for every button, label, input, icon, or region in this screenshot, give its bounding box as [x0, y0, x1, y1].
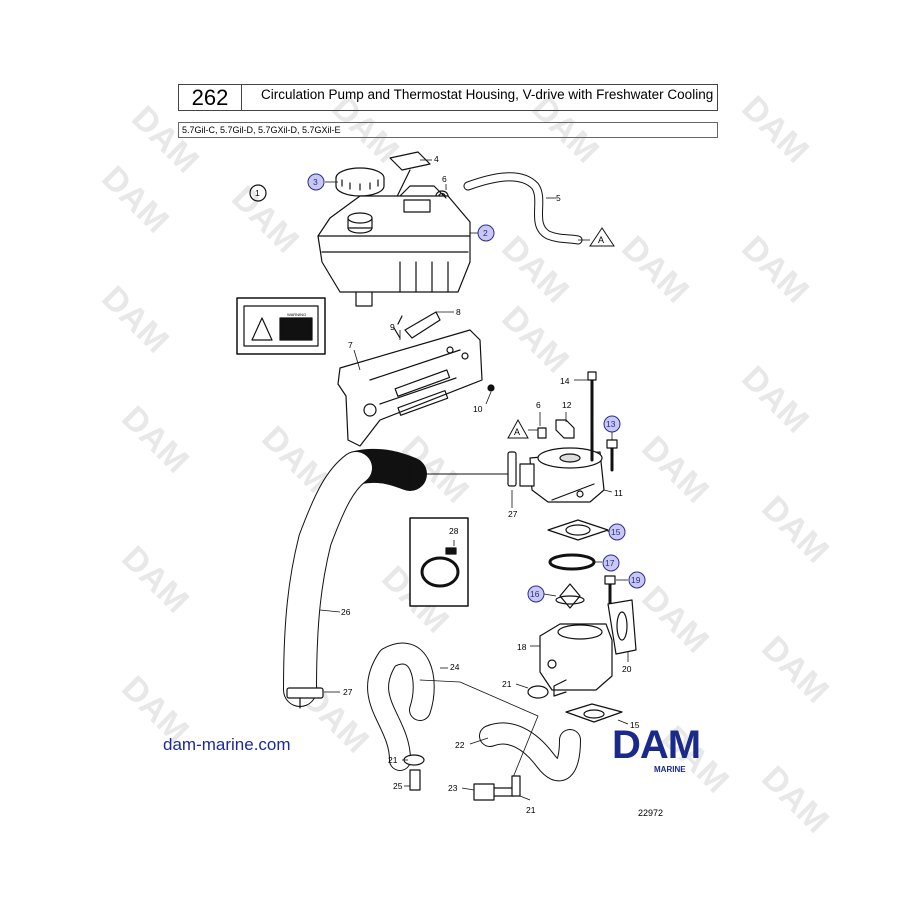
callout-label: 9: [390, 322, 395, 332]
callout-label: 18: [517, 642, 527, 652]
watermark: DAM: [734, 89, 816, 171]
clamp: [507, 451, 517, 487]
callout-label: 22: [455, 740, 465, 750]
callout-label: 28: [449, 526, 459, 536]
elbow-fitting: [555, 419, 575, 439]
brand-logo-sub: MARINE: [654, 765, 686, 774]
watermark: DAM: [754, 759, 836, 841]
watermark: DAM: [734, 229, 816, 311]
watermark: DAM: [754, 489, 836, 571]
page-header: 262 Circulation Pump and Thermostat Hous…: [178, 84, 718, 111]
callout-label: 4: [434, 154, 439, 164]
callout-label: 21: [388, 755, 398, 765]
callout-circle: [477, 224, 495, 242]
callout-label: 25: [393, 781, 403, 791]
reference-label: A: [514, 427, 520, 437]
callout-label: 10: [473, 404, 483, 414]
callout-label: 14: [560, 376, 570, 386]
nipple: [537, 427, 547, 439]
callout-circle: [602, 554, 620, 572]
hose-nipple: [409, 769, 421, 791]
callout-label: 23: [448, 783, 458, 793]
callout-label: 26: [341, 607, 351, 617]
callout-label: 15: [630, 720, 640, 730]
callout-label: 5: [556, 193, 561, 203]
watermark: DAM: [614, 229, 696, 311]
drawing-number: 22972: [638, 808, 664, 818]
brand-logo: DAM: [612, 723, 701, 767]
callout-circle: [307, 173, 325, 191]
callout-label: 12: [562, 400, 572, 410]
callout-label: 15: [611, 527, 621, 537]
callout-label: 27: [343, 687, 353, 697]
callout-label: 8: [456, 307, 461, 317]
callout-label: 21: [502, 679, 512, 689]
hose-clamp: [527, 685, 549, 699]
o-ring: [548, 553, 596, 571]
callout-label: 19: [631, 575, 641, 585]
site-url[interactable]: dam-marine.com: [163, 735, 291, 754]
watermark: DAM: [754, 629, 836, 711]
callout-label: 6: [442, 174, 447, 184]
watermark: DAM: [734, 359, 816, 441]
callout-label: 11: [614, 488, 623, 498]
clamp-detail-frame: [409, 517, 469, 607]
callout-circle: [628, 571, 646, 589]
circulation-pump: [519, 447, 605, 503]
watermark: DAM: [94, 159, 176, 241]
callout-label: 17: [605, 558, 615, 568]
housing-bracket: [607, 599, 637, 655]
tee-fitting: [473, 783, 515, 801]
callout-circle: [249, 184, 267, 202]
callout-label: 21: [526, 805, 536, 815]
callout-circle: [603, 415, 621, 433]
page-title: Circulation Pump and Thermostat Housing,…: [261, 87, 714, 102]
callout-label: 3: [313, 177, 318, 187]
leader-lines: [319, 159, 629, 801]
watermark: DAM: [494, 299, 576, 381]
callout-label: 16: [530, 589, 540, 599]
watermark-layer: DAM DAM DAM DAM DAM DAM DAM DAM DAM DAM …: [94, 89, 836, 841]
thermostat-housing: [539, 623, 613, 697]
screw: [487, 384, 495, 392]
callout-label: 24: [450, 662, 460, 672]
hose-clamp: [511, 775, 521, 797]
gasket: [547, 519, 609, 541]
watermark: DAM: [634, 579, 716, 661]
reference-triangle: [507, 418, 529, 439]
callout-label: 13: [606, 419, 616, 429]
mounting-clip: [404, 311, 441, 339]
label-sticker: [389, 151, 431, 171]
reference-label: A: [598, 235, 604, 245]
warning-decal-text: WARNING: [287, 312, 306, 317]
page-number: 262: [179, 85, 242, 110]
gasket: [565, 703, 623, 723]
tank-bracket: [337, 329, 483, 447]
callout-label: 27: [508, 509, 518, 519]
watermark: DAM: [124, 99, 206, 181]
model-list: 5.7Gil-C, 5.7Gil-D, 5.7GXil-D, 5.7GXil-E: [178, 122, 718, 138]
callout-label: 7: [348, 340, 353, 350]
watermark: DAM: [94, 279, 176, 361]
expansion-tank: [317, 185, 471, 307]
watermark: DAM: [634, 429, 716, 511]
clamp: [286, 687, 324, 699]
reference-triangle: [589, 227, 615, 247]
callout-label: 1: [255, 188, 260, 198]
watermark: DAM: [114, 399, 196, 481]
callout-label: 2: [483, 228, 488, 238]
callout-circle: [527, 585, 545, 603]
thermostat: [555, 583, 585, 609]
callout-label: 6: [536, 400, 541, 410]
callout-circle: [608, 523, 626, 541]
watermark: DAM: [114, 539, 196, 621]
callout-label: 20: [622, 664, 632, 674]
filler-cap: [335, 167, 385, 197]
